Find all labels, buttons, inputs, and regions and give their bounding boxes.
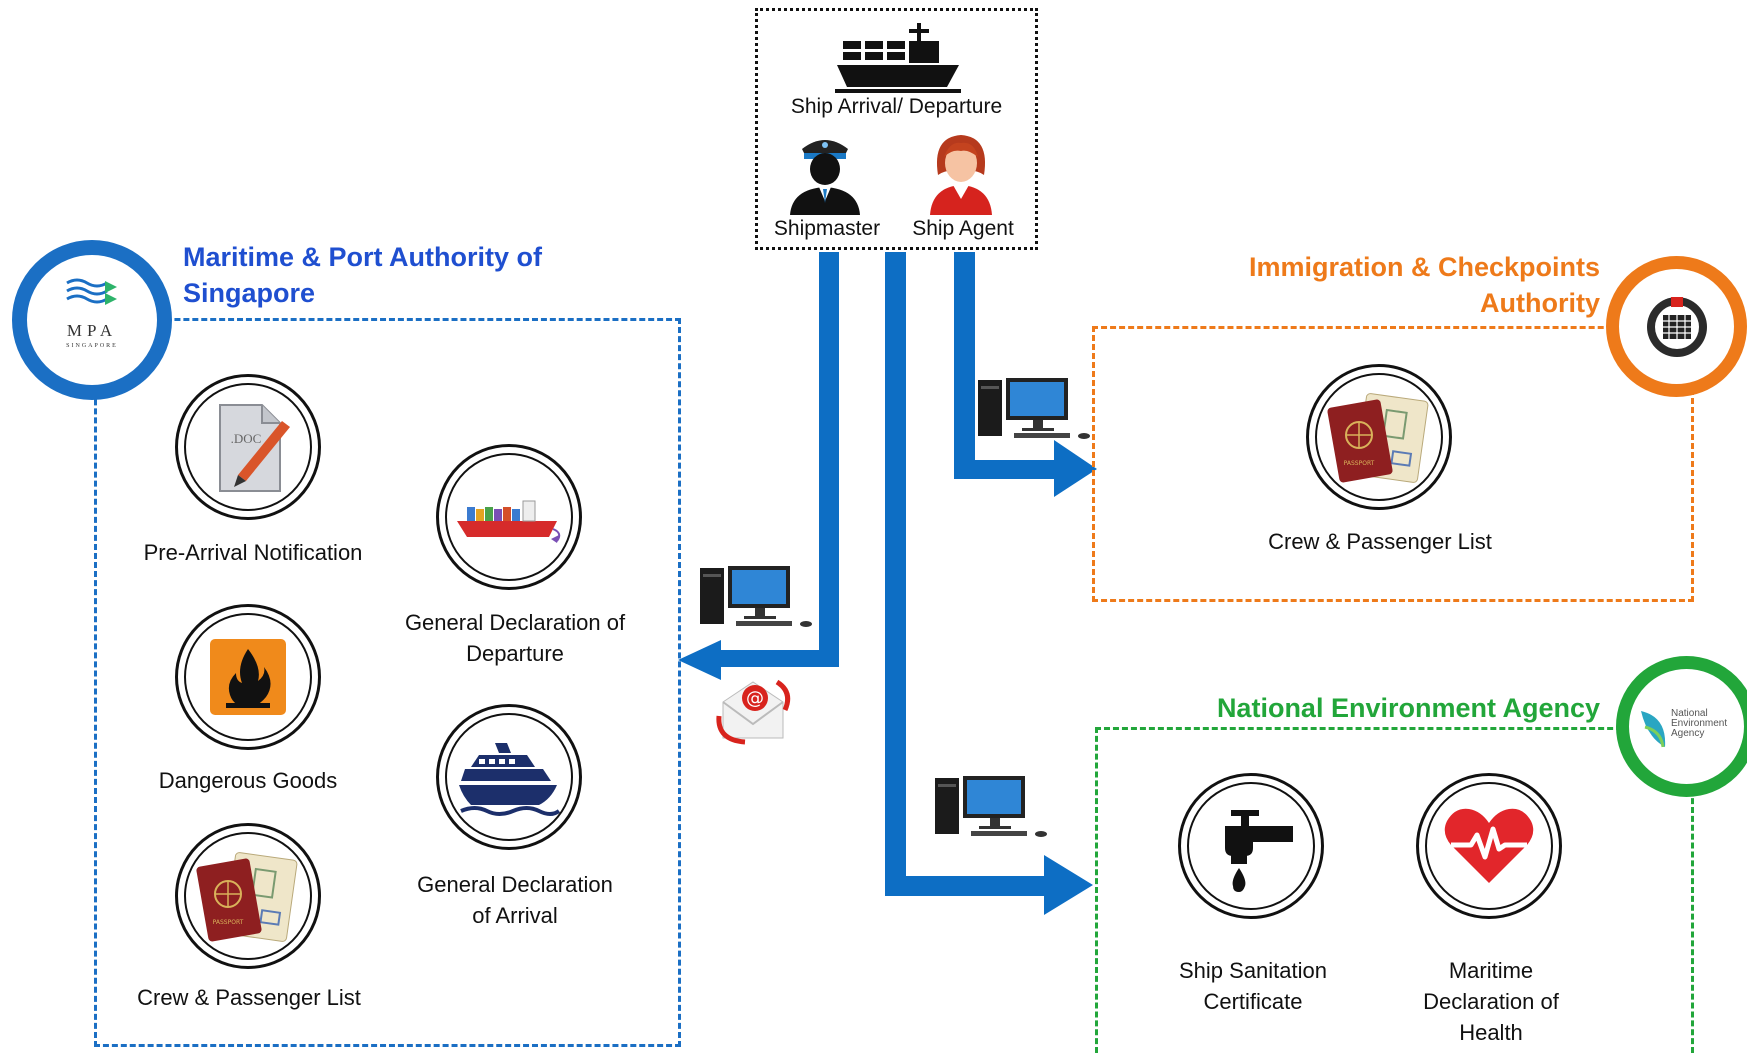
- computer-icon: [978, 378, 1090, 439]
- email-icon: @: [716, 679, 791, 745]
- passport-icon: PASSPORT: [196, 852, 298, 942]
- shipmaster-icon: [790, 140, 860, 215]
- ica-logo: [1606, 256, 1747, 397]
- ica-title-line2: Authority: [1480, 288, 1600, 318]
- dangerous-goods-ring: [175, 604, 321, 750]
- mpa-logo-subtext: SINGAPORE: [66, 343, 118, 349]
- mpa-logo-text: MPA: [66, 321, 118, 340]
- source-box: Ship Arrival/ Departure Shipmaster Ship …: [755, 8, 1038, 250]
- mpa-title-line2: Singapore: [183, 278, 316, 308]
- nea-logo-line3: Agency: [1671, 728, 1705, 739]
- svg-text:@: @: [746, 688, 764, 709]
- arrow-to-mpa: [678, 252, 839, 680]
- arrow-to-nea: [885, 252, 1093, 915]
- ica-emblem-icon: [1647, 297, 1707, 357]
- nea-leaf-icon: [1641, 711, 1666, 748]
- nea-logo-line2: Environment: [1671, 718, 1728, 729]
- health-declaration-line1: Maritime: [1448, 958, 1534, 983]
- nea-title: National Environment Agency: [1216, 693, 1600, 723]
- departing-ship-icon: [457, 500, 561, 543]
- ica-title-line1: Immigration & Checkpoints: [1248, 252, 1600, 282]
- arrival-declaration-ring: [436, 704, 582, 850]
- mpa-crew-list-ring: PASSPORT: [175, 823, 321, 969]
- arrival-declaration-line1: General Declaration: [417, 872, 613, 897]
- health-declaration-line2: Declaration of: [1423, 989, 1559, 1014]
- source-event-label: Ship Arrival/ Departure: [790, 95, 1003, 118]
- shipmaster-label: Shipmaster: [773, 217, 881, 240]
- ship-agent-icon: [930, 135, 992, 215]
- computer-icon: [935, 776, 1047, 837]
- nea-logo-line1: National: [1671, 708, 1708, 719]
- health-declaration-ring: [1416, 773, 1562, 919]
- svg-text:PASSPORT: PASSPORT: [213, 919, 244, 926]
- departure-declaration-label: General Declaration of Departure: [370, 607, 660, 669]
- mpa-title-line1: Maritime & Port Authority of: [183, 242, 543, 272]
- dangerous-goods-label: Dangerous Goods: [158, 768, 338, 793]
- health-declaration-line3: Health: [1459, 1020, 1523, 1045]
- departure-declaration-line1: General Declaration of: [404, 610, 626, 635]
- ica-crew-list-label: Crew & Passenger List: [1268, 529, 1492, 554]
- document-icon: .DOC: [219, 404, 290, 492]
- mpa-crew-list-label: Crew & Passenger List: [137, 985, 361, 1010]
- nea-panel: [1095, 727, 1694, 1053]
- mpa-logo: MPA SINGAPORE: [12, 240, 172, 400]
- pre-arrival-label: Pre-Arrival Notification: [143, 540, 363, 565]
- mpa-panel: [94, 318, 681, 1047]
- sanitation-line1: Ship Sanitation: [1179, 958, 1327, 983]
- ica-crew-list-ring: PASSPORT: [1306, 364, 1452, 510]
- svg-text:.DOC: .DOC: [231, 431, 262, 446]
- ica-panel: [1092, 326, 1694, 602]
- computer-icon: [700, 566, 812, 627]
- arrival-declaration-line2: of Arrival: [472, 903, 558, 928]
- sanitation-label: Ship Sanitation Certificate: [1108, 955, 1398, 1017]
- svg-text:PASSPORT: PASSPORT: [1344, 460, 1375, 467]
- sanitation-line2: Certificate: [1203, 989, 1303, 1014]
- passport-icon: PASSPORT: [1327, 393, 1429, 483]
- pre-arrival-ring: .DOC: [175, 374, 321, 520]
- mpa-wave-icon: [66, 278, 117, 305]
- arrival-declaration-label: General Declaration of Arrival: [370, 869, 660, 931]
- mpa-title: Maritime & Port Authority of Singapore: [183, 239, 542, 311]
- cruise-ship-icon: [459, 743, 561, 816]
- nea-logo: National Environment Agency: [1616, 656, 1747, 797]
- heart-pulse-icon: [1444, 808, 1534, 883]
- departure-declaration-line2: Departure: [466, 641, 564, 666]
- nea-logo-text: National Environment Agency: [1671, 709, 1741, 739]
- ica-title: Immigration & Checkpoints Authority: [1160, 249, 1600, 321]
- health-declaration-label: Maritime Declaration of Health: [1346, 955, 1636, 1048]
- arrow-to-ica: [954, 252, 1097, 497]
- flammable-icon: [210, 639, 286, 715]
- water-tap-icon: [1225, 810, 1293, 892]
- cargo-ship-icon: [835, 23, 961, 93]
- ship-agent-label: Ship Agent: [912, 217, 1014, 240]
- sanitation-ring: [1178, 773, 1324, 919]
- departure-declaration-ring: [436, 444, 582, 590]
